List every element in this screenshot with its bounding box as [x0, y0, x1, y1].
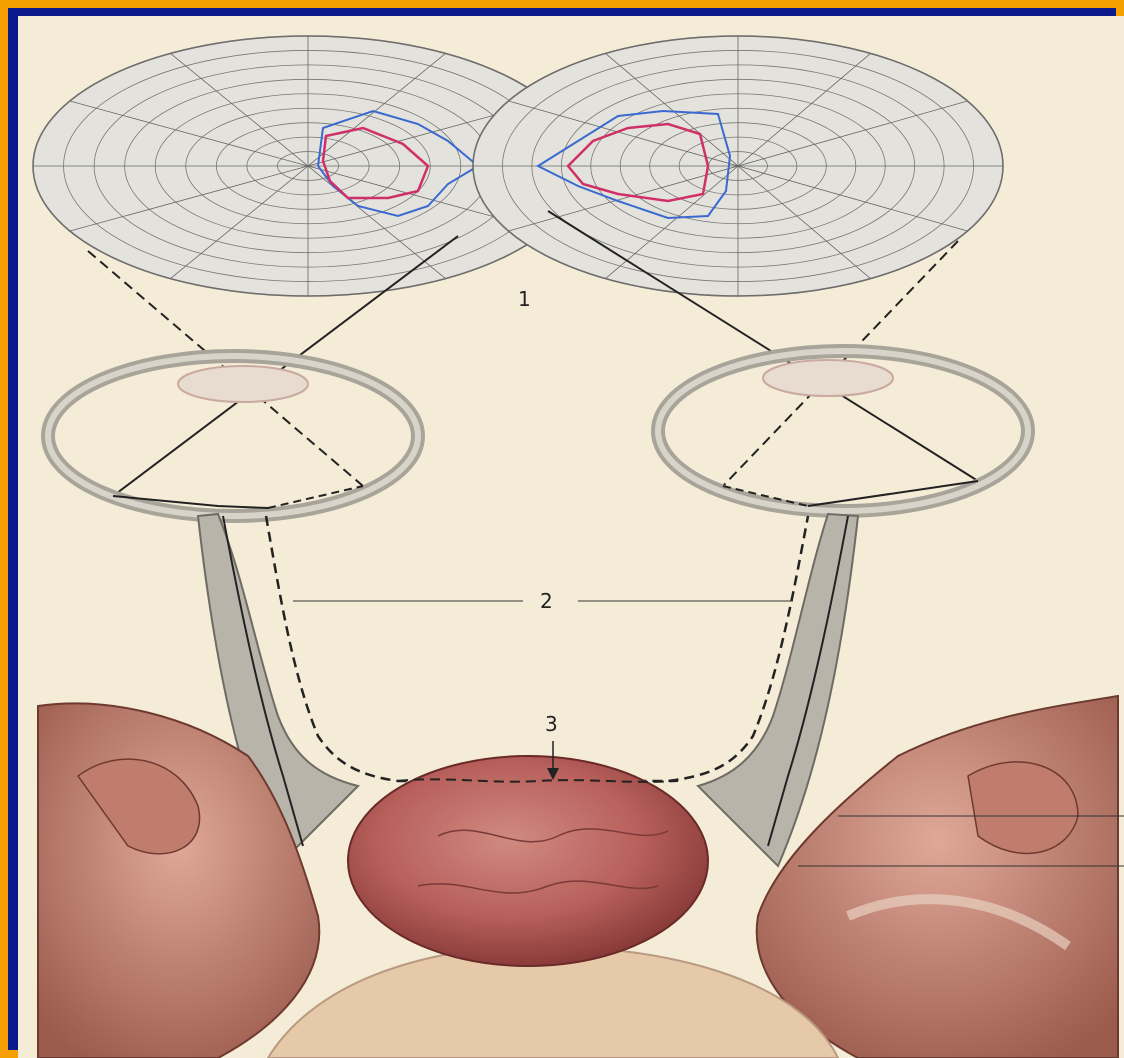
right-eye-field-chart — [473, 36, 1003, 296]
left-eyeball — [48, 356, 418, 516]
optic-pathway-illustration: 1 — [18, 16, 1124, 1058]
chiasm-tumor: 3 — [348, 712, 708, 966]
anatomy-plate: 1 — [18, 16, 1124, 1058]
right-eyeball — [658, 351, 1028, 511]
label-chiasm: 3 — [545, 712, 558, 736]
label-optic-nerves: 2 — [540, 589, 553, 613]
label-visual-fields: 1 — [518, 287, 531, 311]
visual-field-charts: 1 — [33, 36, 1003, 311]
